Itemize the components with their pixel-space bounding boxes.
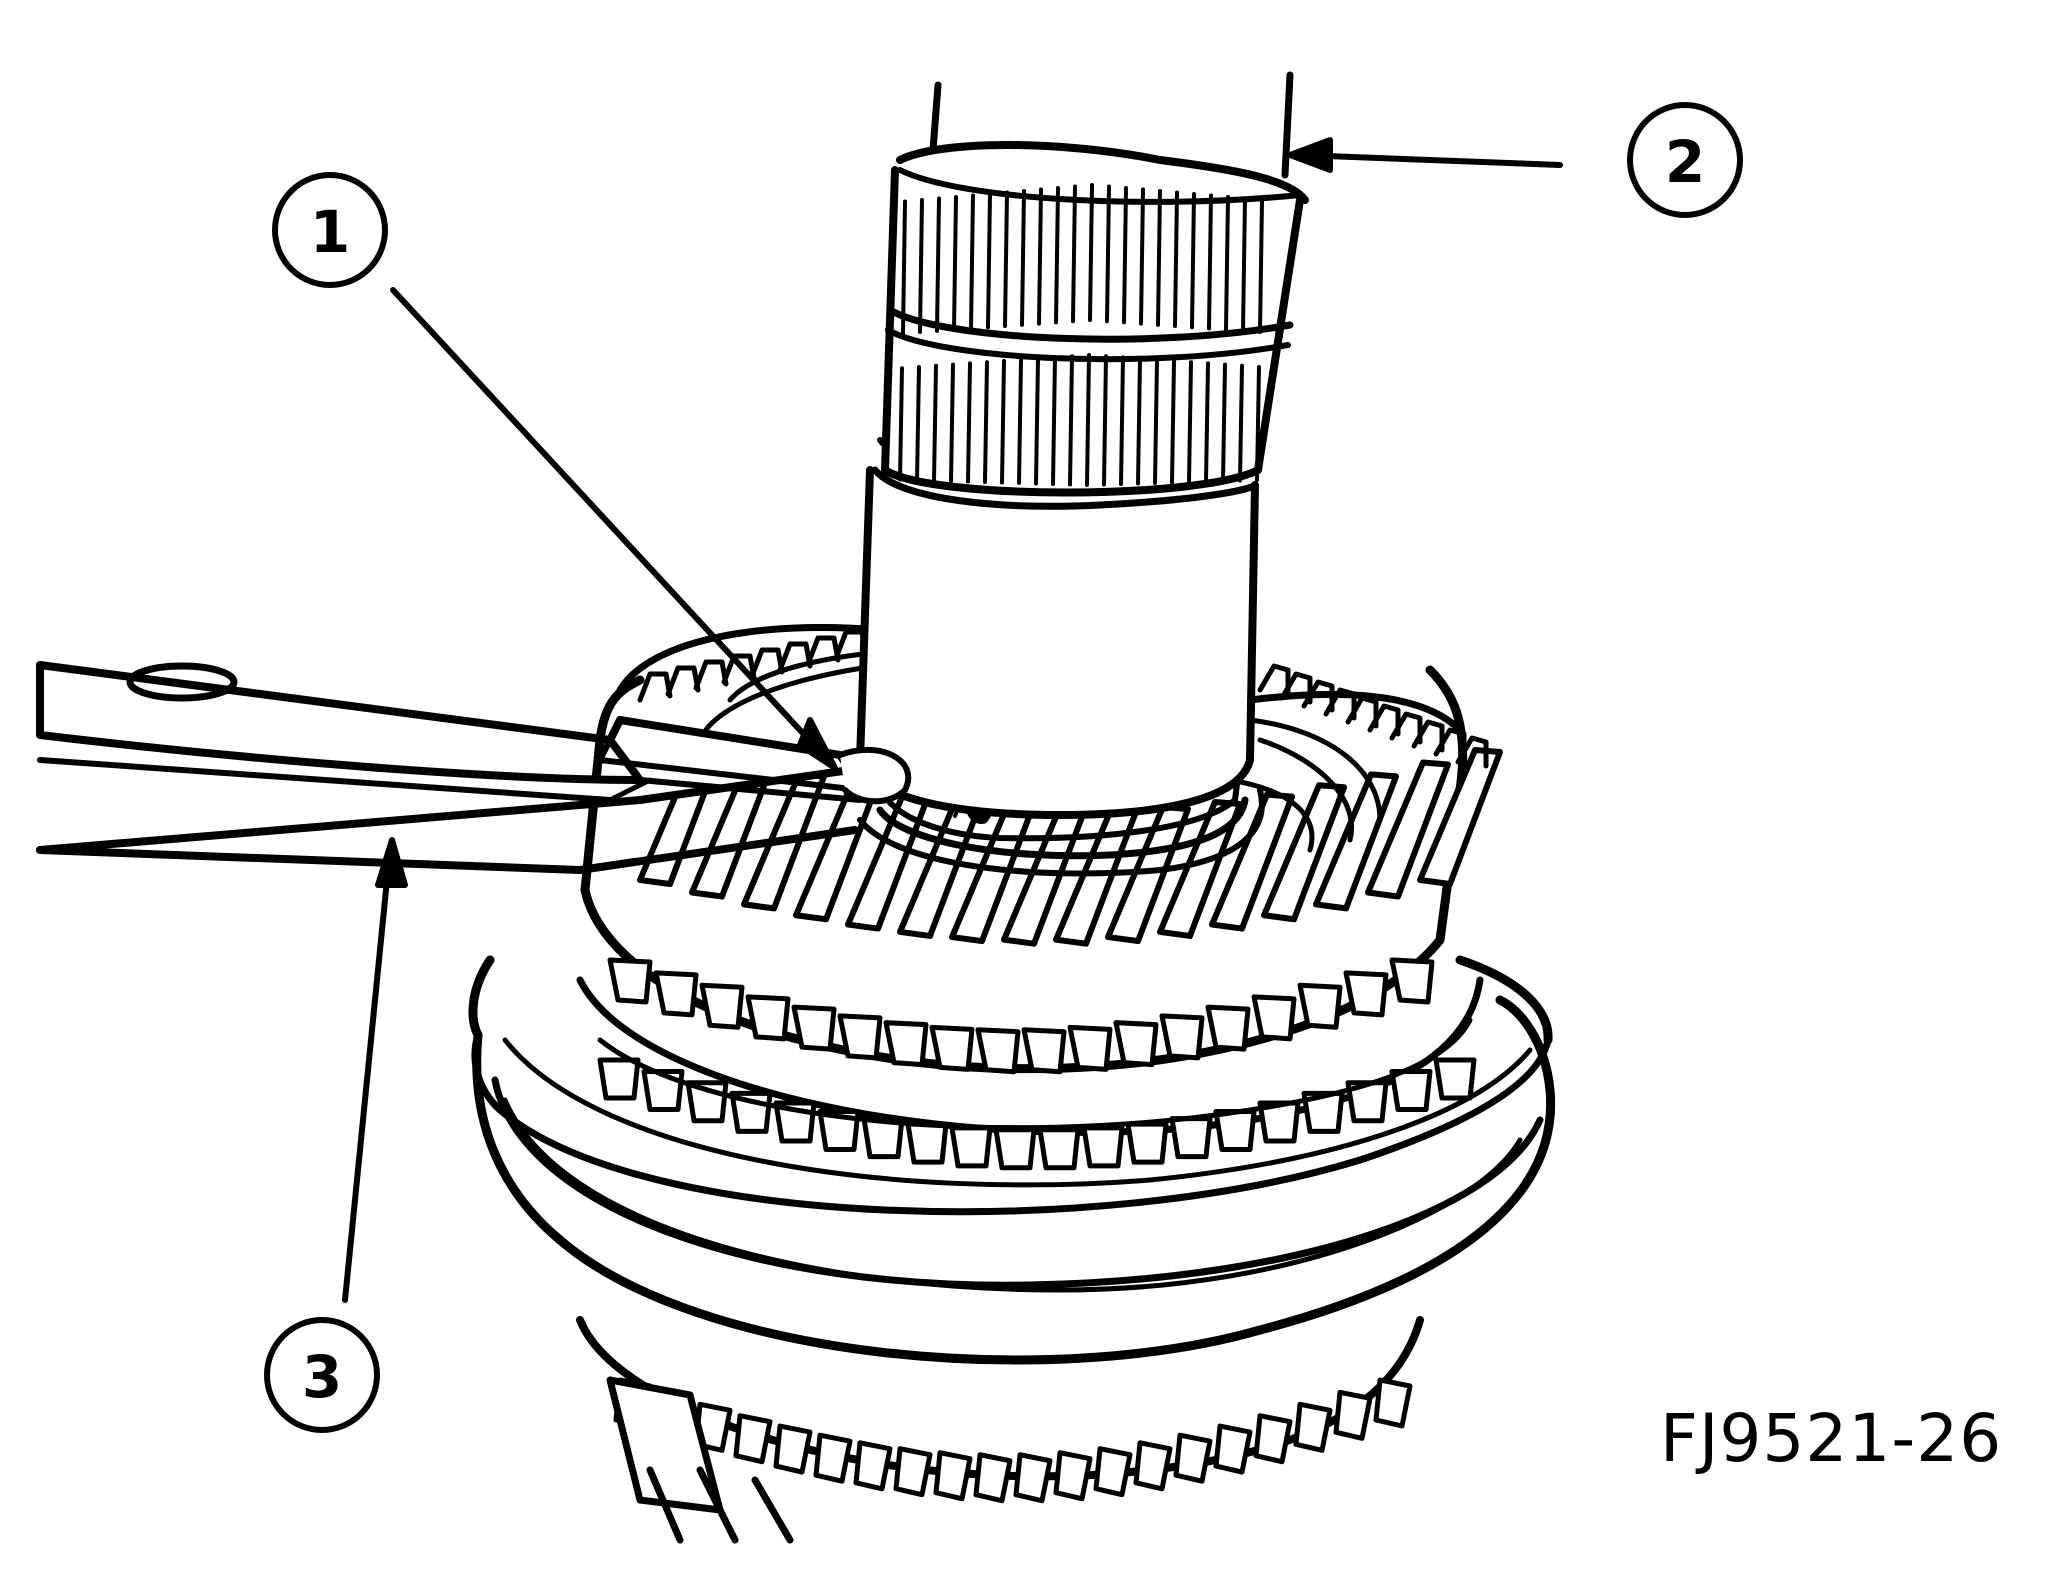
callouts (264, 102, 1743, 1433)
callout-circle-2 (1627, 102, 1743, 218)
leader-lines (342, 137, 1563, 1303)
callout-label-2: 2 (1665, 128, 1705, 196)
callout-label-1: 1 (310, 198, 350, 266)
arrowhead-3 (375, 837, 408, 888)
arrowhead-1 (797, 717, 838, 771)
figure-code: FJ9521-26 (1660, 1400, 2003, 1477)
splined-shaft (881, 71, 1309, 497)
snap-ring (857, 757, 1265, 877)
callout-circle-3 (264, 1317, 380, 1433)
callout-circle-1 (272, 172, 388, 288)
leader-line-3 (342, 847, 393, 1303)
arrowhead-2 (1287, 137, 1333, 173)
lower-gear-teeth (576, 1316, 1424, 1544)
leader-line-2 (1297, 152, 1563, 168)
snap-ring-pliers (36, 661, 912, 874)
leader-line-1 (390, 287, 838, 771)
callout-label-3: 3 (302, 1343, 342, 1411)
